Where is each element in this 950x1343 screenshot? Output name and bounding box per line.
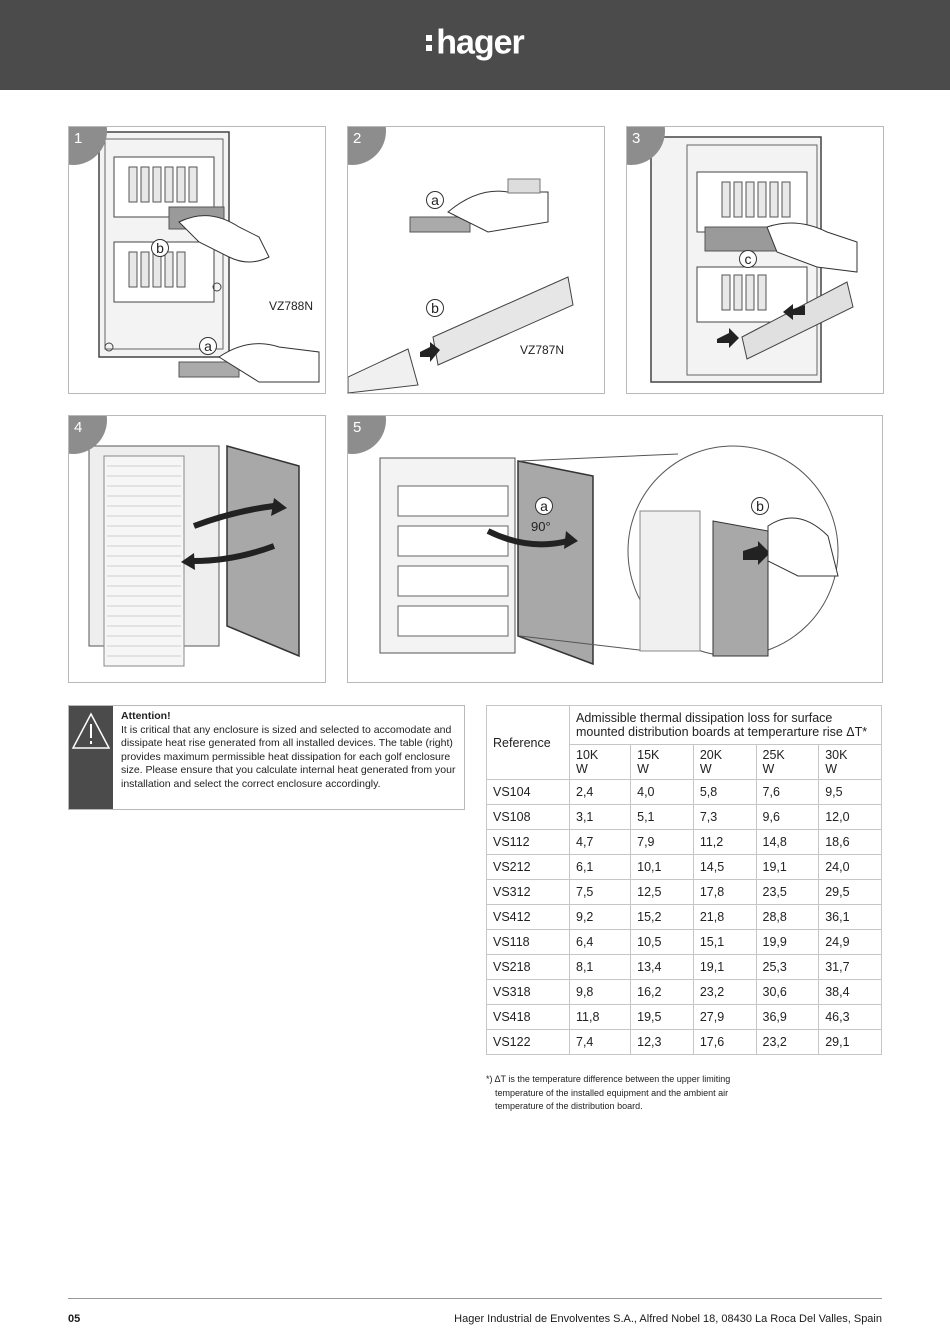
footer-divider: [68, 1298, 882, 1299]
attention-box: Attention! It is critical that any enclo…: [68, 705, 465, 810]
step-4-panel: 4: [68, 415, 326, 683]
step-2-illustration: [348, 178, 574, 393]
callout-b: b: [751, 497, 769, 515]
part-code: VZ788N: [269, 299, 314, 313]
step-number: 4: [74, 419, 83, 436]
step-3-panel: 3 c: [626, 126, 884, 394]
step-number: 1: [74, 130, 83, 147]
step-5-illustration: [379, 445, 839, 666]
step-number: 2: [353, 130, 362, 147]
thermal-dissipation-table: Reference Admissible thermal dissipation…: [486, 705, 882, 1055]
hager-logo: hager: [0, 22, 950, 63]
company-address: Hager Industrial de Envolventes S.A., Al…: [454, 1313, 882, 1325]
attention-text: Attention! It is critical that any enclo…: [121, 710, 459, 791]
warning-triangle-icon: [71, 712, 111, 749]
callout-b: b: [426, 299, 444, 317]
step-number: 3: [632, 130, 641, 147]
step-number: 5: [353, 419, 362, 436]
warning-icon: [69, 706, 113, 809]
step-2-panel: 2 a b VZ787N: [347, 126, 605, 394]
part-code: VZ787N: [520, 343, 565, 357]
footnote-line: temperature of the installed equipment a…: [495, 1087, 729, 1098]
attention-title: Attention!: [121, 710, 171, 722]
reference-header: Reference: [486, 705, 570, 780]
table-footnote: *) ΔT is the temperature difference betw…: [486, 1073, 786, 1114]
callout-a: a: [535, 497, 553, 515]
logo-dots-icon: [426, 31, 433, 55]
footnote-line: temperature of the distribution board.: [495, 1101, 643, 1111]
step-4-illustration: [88, 445, 300, 667]
callout-a: a: [426, 191, 444, 209]
step-5-panel: 5 a 90° b: [347, 415, 883, 683]
callout-b: b: [151, 239, 169, 257]
page-number: 05: [68, 1313, 81, 1325]
group-header: Admissible thermal dissipation loss for …: [569, 705, 882, 745]
step-1-illustration: [98, 131, 320, 383]
footnote-line: *) ΔT is the temperature difference betw…: [486, 1074, 731, 1084]
callout-c: c: [739, 250, 757, 268]
step-3-illustration: [650, 136, 858, 383]
angle-label: 90°: [531, 519, 551, 534]
callout-a: a: [199, 337, 217, 355]
step-1-panel: 1 b a VZ788N: [68, 126, 326, 394]
page-header: hager: [0, 0, 950, 90]
attention-body: It is critical that any enclosure is siz…: [121, 723, 456, 790]
